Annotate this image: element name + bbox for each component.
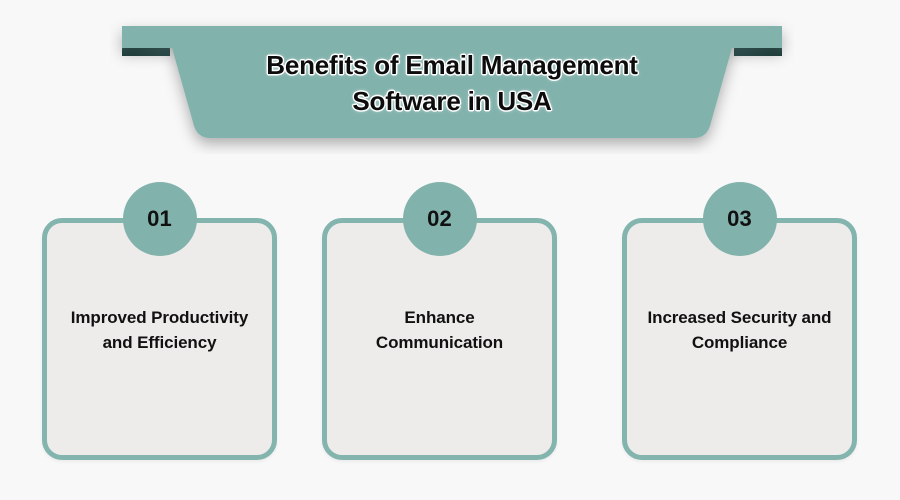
benefit-card-3-box: Increased Security and Compliance [622, 218, 857, 460]
benefit-card-3-label: Increased Security and Compliance [647, 307, 832, 353]
benefit-card-3-number-badge: 03 [702, 182, 777, 256]
benefit-card-3[interactable]: Increased Security and Compliance 03 [622, 182, 857, 472]
benefit-card-2[interactable]: Enhance Communication 02 [322, 182, 557, 472]
benefit-card-3-number: 03 [727, 206, 752, 231]
banner-ribbon-shape [122, 26, 782, 138]
benefit-card-1[interactable]: Improved Productivity and Efficiency 01 [42, 182, 277, 472]
title-banner: Benefits of Email Management Software in… [110, 14, 794, 154]
benefit-card-1-number: 01 [147, 206, 172, 231]
benefit-card-row: Improved Productivity and Efficiency 01 … [0, 182, 900, 472]
benefit-card-1-number-badge: 01 [122, 182, 197, 256]
banner-body [122, 26, 782, 138]
benefit-card-2-number-badge: 02 [402, 182, 477, 256]
benefit-card-2-label: Enhance Communication [375, 307, 504, 353]
benefit-card-2-number: 02 [427, 206, 452, 231]
benefit-card-1-label: Improved Productivity and Efficiency [70, 307, 249, 353]
